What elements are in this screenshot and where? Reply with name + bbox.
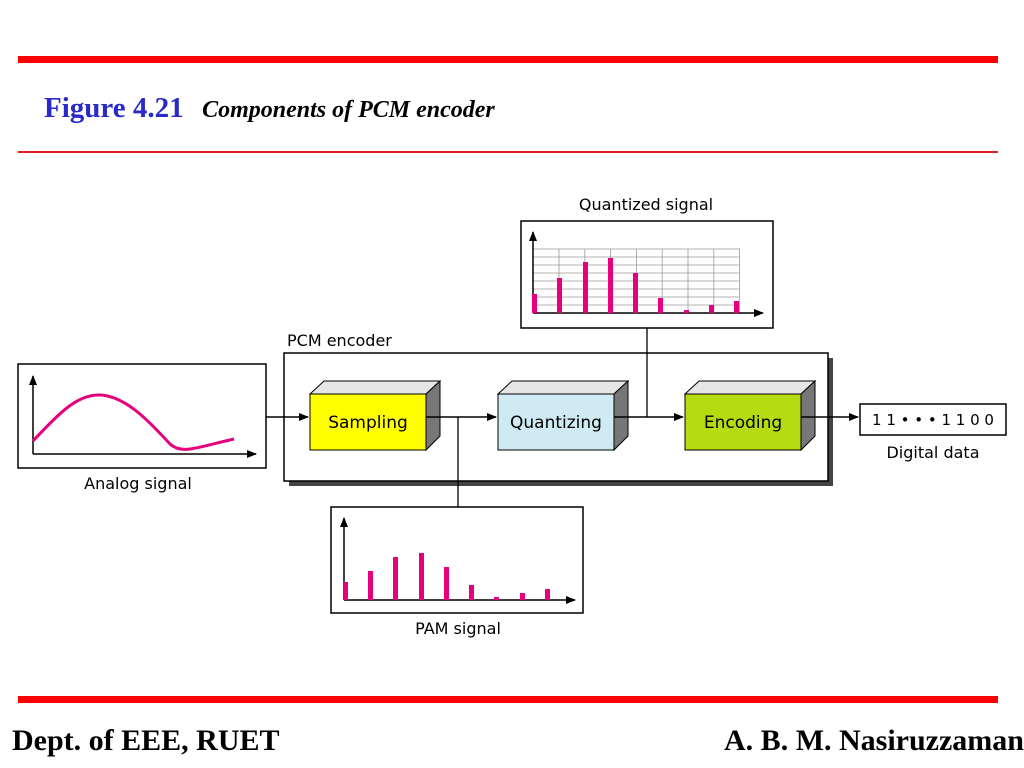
quantized-pulse [532, 294, 537, 313]
pam-pulse [419, 553, 424, 600]
pam-pulse [368, 571, 373, 600]
sampling-block: Sampling [308, 379, 442, 452]
quantized-pulse [633, 273, 638, 313]
quantizing-face [497, 393, 615, 451]
digital-data-value: 1 1 • • • 1 1 0 0 [872, 411, 994, 429]
quantized-pulse [709, 305, 714, 313]
encoding-face [684, 393, 802, 451]
encoding-label: Encoding [704, 413, 782, 433]
figure-number: Figure 4.21 [44, 92, 184, 124]
sampling-face [309, 393, 427, 451]
pcm-encoder-label: PCM encoder [287, 331, 392, 350]
sampling-label: Sampling [328, 413, 408, 433]
pcm-encoder-group: PCM encoder Sampling Quantizing Encoding [283, 328, 833, 507]
pam-signal-panel: PAM signal [330, 506, 584, 638]
top-red-bar [18, 56, 998, 63]
bottom-red-bar [18, 696, 998, 703]
quantizing-block: Quantizing [496, 379, 630, 452]
quantized-signal-box [520, 220, 774, 329]
pam-pulses [343, 553, 550, 600]
quantized-pulses [532, 258, 739, 313]
quantized-pulse [734, 301, 739, 313]
digital-data-output: 1 1 • • • 1 1 0 0 Digital data [859, 403, 1007, 462]
quantized-pulse [583, 262, 588, 313]
pam-pulse [469, 585, 474, 600]
pam-signal-label: PAM signal [415, 619, 501, 638]
footer-author: A. B. M. Nasiruzzaman [724, 724, 1024, 757]
quantized-signal-panel: Quantized signal [520, 195, 774, 329]
pam-pulse [494, 597, 499, 600]
pam-pulse [393, 557, 398, 600]
quantizing-label: Quantizing [510, 413, 602, 433]
quantized-pulse [684, 310, 689, 313]
analog-signal-panel: Analog signal [17, 363, 267, 493]
pam-pulse [343, 582, 348, 600]
analog-signal-label: Analog signal [84, 474, 192, 493]
analog-waveform [31, 393, 235, 451]
quantized-signal-label: Quantized signal [579, 195, 713, 214]
digital-data-label: Digital data [886, 443, 979, 462]
figure-title: Figure 4.21 Components of PCM encoder [44, 92, 495, 125]
pam-pulse [520, 593, 525, 600]
quantized-pulse [557, 278, 562, 313]
pam-pulse [545, 589, 550, 600]
quantized-pulse [608, 258, 613, 313]
title-underline [18, 151, 998, 153]
figure-caption: Components of PCM encoder [202, 97, 495, 123]
encoding-block: Encoding [683, 379, 817, 452]
digital-data-box [859, 403, 1007, 436]
pam-pulse [444, 567, 449, 600]
footer-department: Dept. of EEE, RUET [12, 724, 280, 757]
quantized-pulse [658, 298, 663, 313]
